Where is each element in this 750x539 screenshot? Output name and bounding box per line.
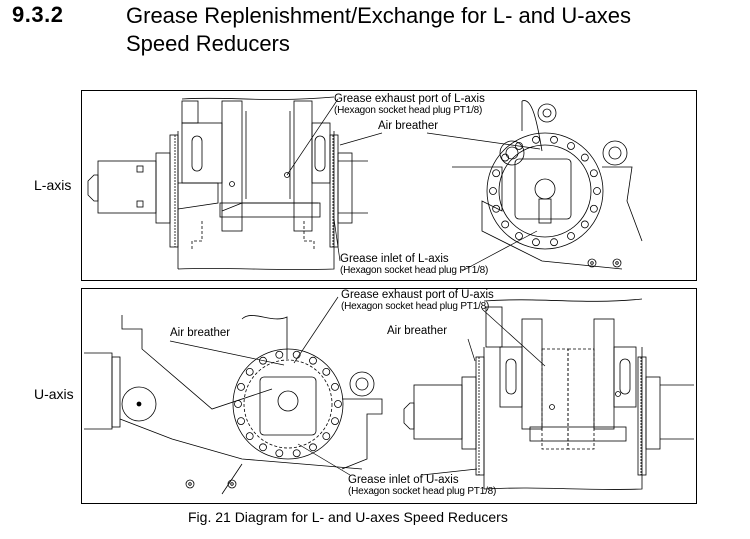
bolt-hole [567, 232, 575, 240]
u-axis-inlet-callout: Grease inlet of U-axis (Hexagon socket h… [348, 474, 496, 498]
bolt-hole [245, 432, 254, 441]
bolt-hole [580, 153, 589, 162]
u-axis-diagram-panel: Air breather Grease exhaust port of U-ax… [81, 288, 697, 504]
u-axis-label: U-axis [34, 386, 74, 402]
bolt-hole [589, 169, 598, 178]
u-axis-front-bolt-holes [234, 350, 342, 458]
l-axis-leader-lines [286, 98, 541, 272]
bolt-hole [492, 169, 501, 178]
l-axis-front-view [452, 100, 643, 270]
bolt-hole [331, 382, 339, 391]
l-axis-label: L-axis [34, 177, 72, 193]
u-axis-drawing [84, 296, 694, 495]
bolt-hole [275, 350, 284, 359]
bolt-hole [580, 220, 589, 229]
bolt-hole [322, 432, 331, 441]
l-axis-side-view [87, 96, 368, 270]
bolt-hole [593, 187, 601, 195]
bolt-hole [489, 187, 497, 195]
u-axis-exhaust-title: Grease exhaust port of U-axis [341, 289, 494, 301]
l-axis-exhaust-sub: (Hexagon socket head plug PT1/8) [334, 105, 483, 116]
bolt-hole [275, 449, 284, 458]
bolt-hole [501, 153, 510, 162]
bolt-hole [245, 367, 254, 376]
section-title: Grease Replenishment/Exchange for L- and… [126, 2, 746, 58]
bolt-hole [515, 232, 523, 240]
bolt-hole [532, 135, 540, 144]
bolt-hole [322, 367, 331, 376]
u-axis-side-view [403, 298, 694, 490]
l-axis-exhaust-title: Grease exhaust port of L-axis [334, 93, 485, 105]
l-axis-front-bolt-holes [489, 135, 601, 247]
u-axis-exhaust-callout: Grease exhaust port of U-axis (Hexagon s… [341, 289, 494, 313]
l-axis-drawing [87, 96, 643, 272]
bolt-hole [501, 220, 510, 229]
l-axis-air-breather-label: Air breather [378, 120, 439, 132]
bolt-hole [589, 204, 598, 213]
bolt-hole [550, 238, 558, 247]
bolt-hole [259, 356, 267, 365]
bolt-hole [331, 417, 339, 426]
l-axis-inlet-callout: Grease inlet of L-axis (Hexagon socket h… [340, 253, 488, 277]
l-axis-diagram-panel: Grease exhaust port of L-axis (Hexagon s… [81, 90, 697, 281]
figure-caption: Fig. 21 Diagram for L- and U-axes Speed … [188, 509, 508, 525]
l-axis-inlet-sub: (Hexagon socket head plug PT1/8) [340, 265, 489, 276]
bolt-hole [567, 142, 575, 150]
section-title-line1: Grease Replenishment/Exchange for L- and… [126, 3, 632, 28]
bolt-hole [309, 443, 317, 452]
bolt-hole [334, 400, 342, 408]
u-axis-exhaust-sub: (Hexagon socket head plug PT1/8) [341, 301, 490, 312]
bolt-hole [234, 400, 242, 408]
u-axis-inlet-sub: (Hexagon socket head plug PT1/8) [348, 486, 497, 497]
bolt-hole [492, 204, 501, 213]
u-axis-air-breather-right-label: Air breather [387, 325, 448, 337]
bolt-hole [550, 135, 558, 144]
bolt-hole [292, 350, 301, 359]
bolt-hole [237, 382, 245, 391]
bolt-hole [309, 356, 317, 365]
l-axis-inlet-title: Grease inlet of L-axis [340, 253, 449, 265]
l-axis-exhaust-callout: Grease exhaust port of L-axis (Hexagon s… [334, 93, 485, 117]
u-axis-inlet-title: Grease inlet of U-axis [348, 474, 459, 486]
bolt-hole [532, 238, 540, 247]
u-axis-front-view [84, 315, 383, 495]
section-title-line2: Speed Reducers [126, 31, 290, 56]
bolt-hole [237, 417, 245, 426]
section-number: 9.3.2 [12, 2, 64, 27]
bolt-hole [515, 142, 523, 150]
u-axis-leader-lines [169, 296, 546, 476]
bolt-hole [292, 449, 301, 458]
bolt-hole [259, 443, 267, 452]
u-axis-air-breather-left-label: Air breather [170, 327, 231, 339]
